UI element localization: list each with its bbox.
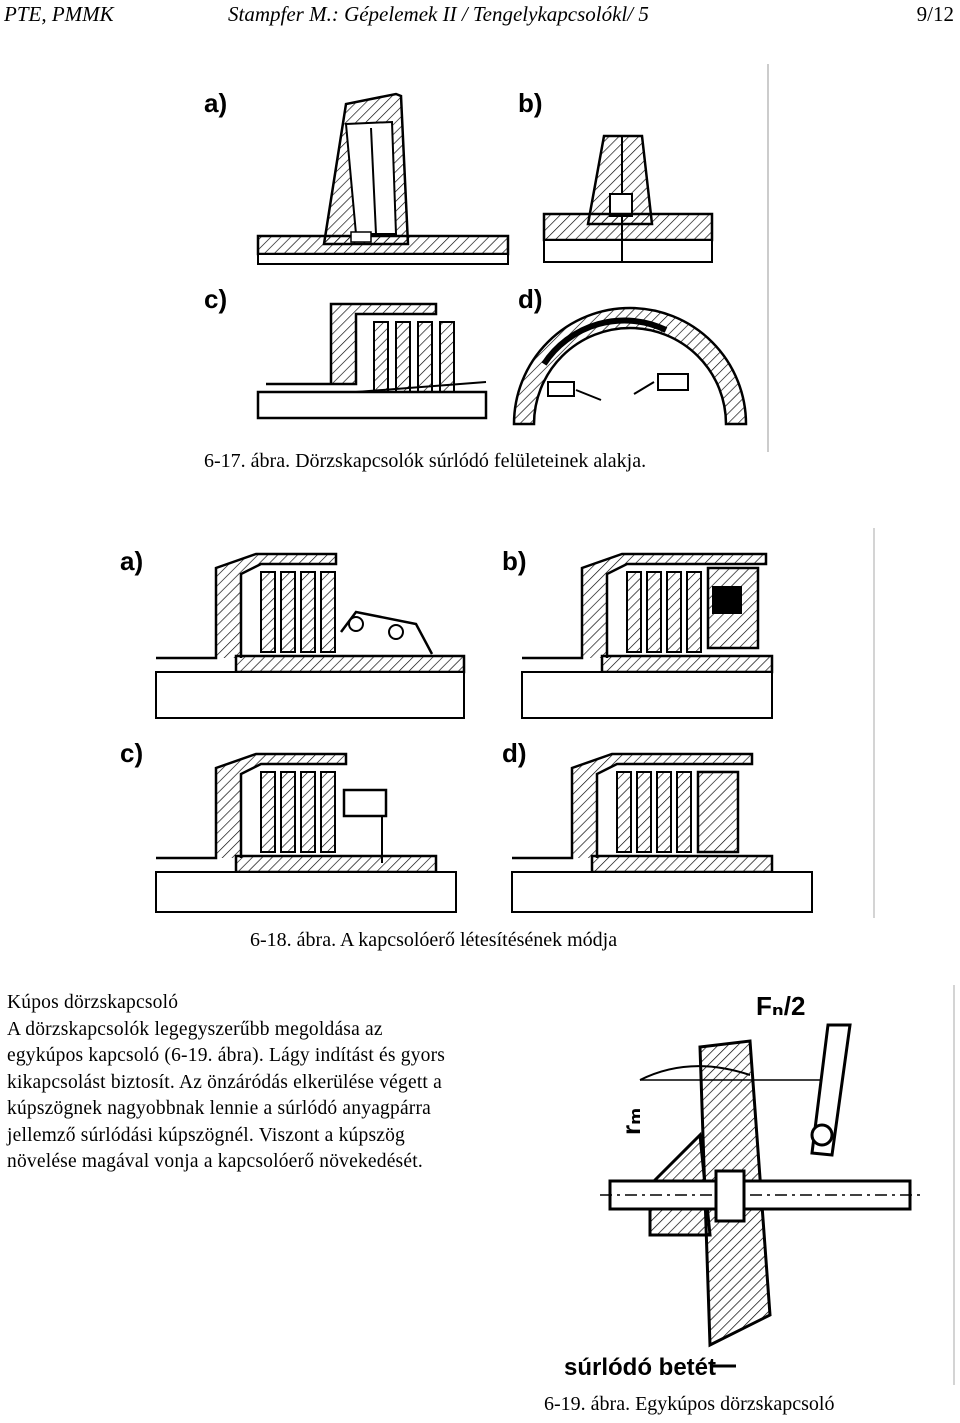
section-paragraph: A dörzskapcsolók legegyszerűbb megoldása… (7, 1018, 446, 1173)
fig618-label-b: b) (502, 546, 527, 576)
fig618-label-d: d) (502, 738, 527, 768)
header-title: Stampfer M.: Gépelemek II / Tengelykapcs… (228, 2, 649, 26)
fig617-label-a: a) (204, 88, 227, 118)
fig617-label-c: c) (204, 284, 227, 314)
section-body: Kúpos dörzskapcsoló A dörzskapcsolók leg… (7, 990, 447, 1176)
fig618-label-a: a) (120, 546, 143, 576)
page-number: 9/12 (916, 2, 954, 26)
radius-label: rₘ (616, 1108, 646, 1135)
figure-caption-6-18: 6-18. ábra. A kapcsolóerő létesítésének … (250, 929, 618, 951)
header-left: PTE, PMMK (4, 2, 114, 26)
fig618-label-c: c) (120, 738, 143, 768)
figure-caption-6-19: 6-19. ábra. Egykúpos dörzskapcsoló (544, 1393, 835, 1415)
force-label: Fₙ/2 (756, 991, 805, 1021)
fig617-label-b: b) (518, 88, 543, 118)
friction-lining-label: súrlódó betét (564, 1354, 716, 1381)
fig617-label-d: d) (518, 284, 543, 314)
section-heading: Kúpos dörzskapcsoló (7, 992, 179, 1013)
figure-6-17: a) b) c) d) (204, 64, 769, 452)
figure-caption-6-17: 6-17. ábra. Dörzskapcsolók súrlódó felül… (204, 450, 647, 472)
figure-6-19: Fₙ/2 rₘ súrlódó betét (564, 985, 955, 1385)
figure-6-18: a) b) c) d) (120, 528, 875, 918)
